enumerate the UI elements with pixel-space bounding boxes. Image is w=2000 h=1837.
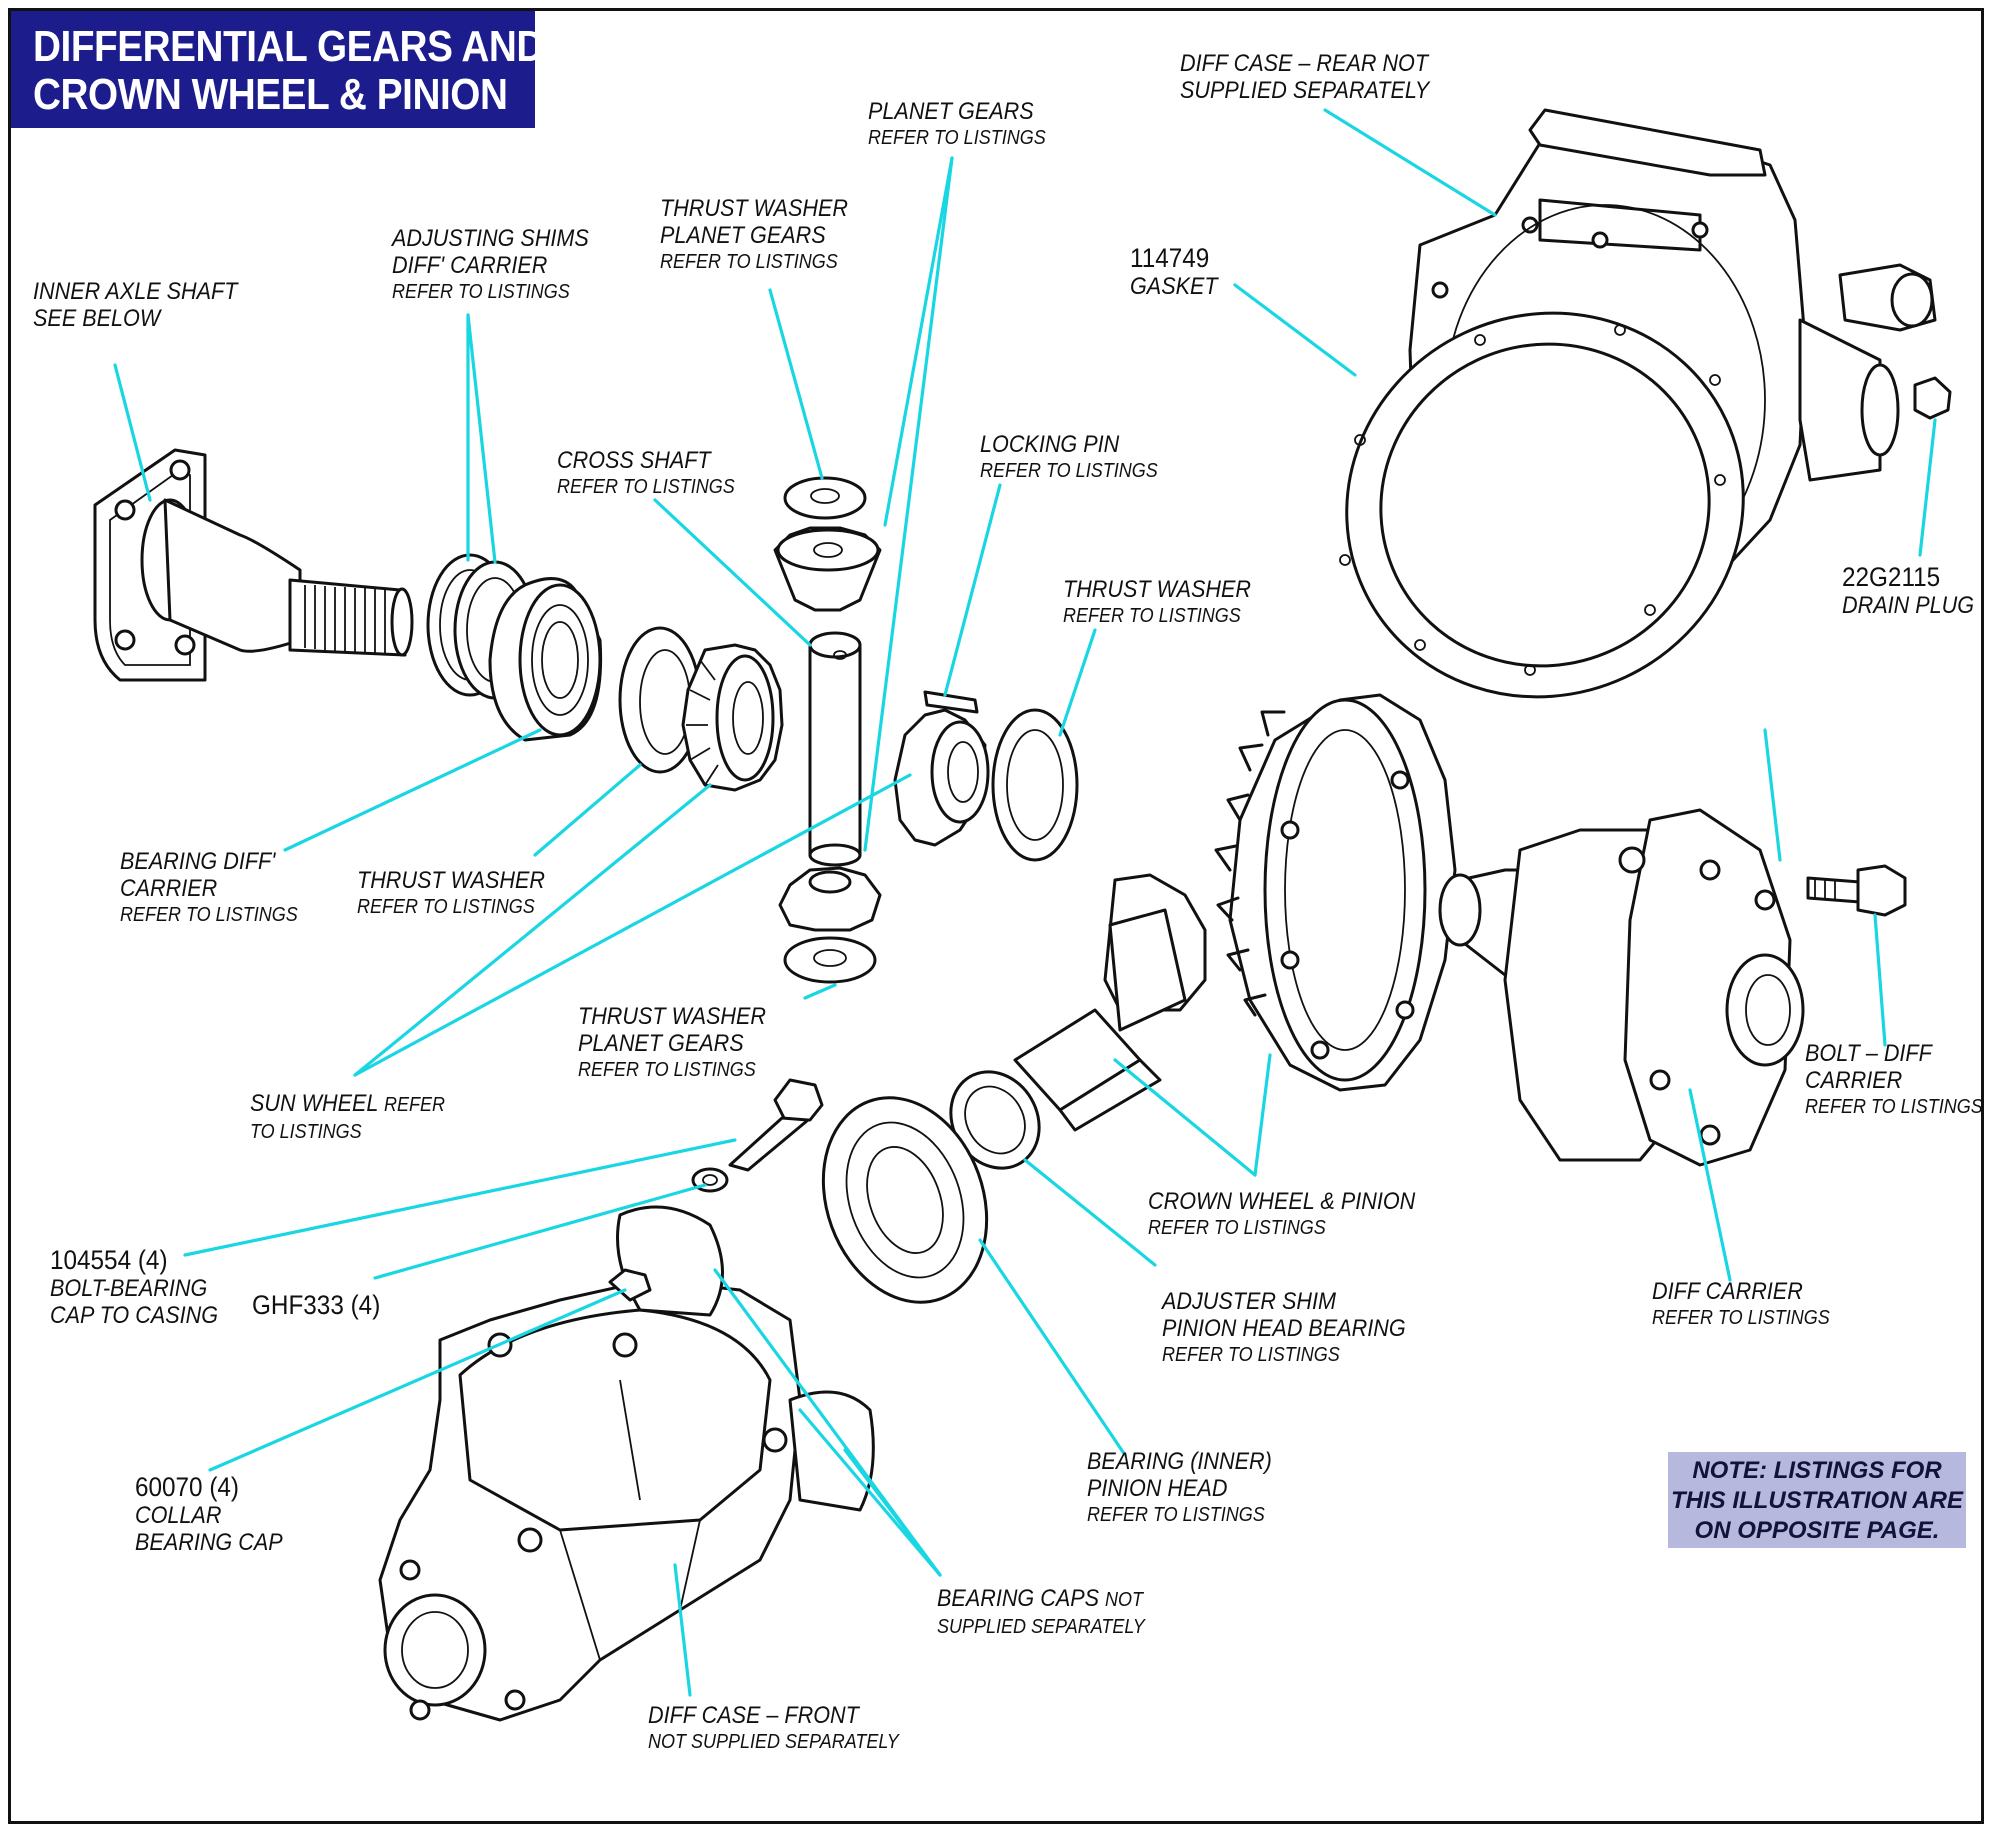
label-locking-pin: LOCKING PIN REFER TO LISTINGS	[980, 431, 1158, 482]
label-sun-wheel: SUN WHEEL REFER TO LISTINGS	[250, 1090, 446, 1143]
label-thrust-washer-right: THRUST WASHER REFER TO LISTINGS	[1063, 576, 1252, 627]
sun-wheel-right-drawing	[893, 708, 990, 847]
label-crown-wheel-pinion: CROWN WHEEL & PINION REFER TO LISTINGS	[1148, 1188, 1416, 1239]
bolt-diff-carrier-drawing	[1806, 864, 1907, 917]
drain-plug-drawing	[1913, 376, 1952, 420]
sun-wheel-left-drawing	[681, 643, 784, 792]
inner-axle-shaft-drawing	[93, 448, 414, 682]
cross-shaft-drawing	[808, 631, 862, 867]
pinion-drawing	[1013, 873, 1207, 1132]
label-bolt-diff-carrier: BOLT – DIFF CARRIER REFER TO LISTINGS	[1805, 1040, 1983, 1118]
label-bearing-inner: BEARING (INNER) PINION HEAD REFER TO LIS…	[1087, 1448, 1272, 1526]
title-line-1: DIFFERENTIAL GEARS AND	[33, 22, 544, 71]
diagram-title: DIFFERENTIAL GEARS AND CROWN WHEEL & PIN…	[11, 11, 544, 128]
bearing-diff-carrier-drawing	[488, 577, 603, 742]
label-diff-carrier: DIFF CARRIER REFER TO LISTINGS	[1652, 1278, 1830, 1329]
note-box: NOTE: LISTINGS FOR THIS ILLUSTRATION ARE…	[1668, 1452, 1966, 1548]
bolt-bearing-cap-drawing	[691, 1078, 824, 1193]
label-ghf333: GHF333 (4)	[252, 1290, 381, 1320]
label-inner-axle-shaft: INNER AXLE SHAFT SEE BELOW	[33, 278, 238, 332]
diff-case-front-drawing	[378, 1205, 875, 1722]
locking-pin-drawing	[923, 690, 979, 714]
planet-gear-bottom-drawing	[778, 866, 882, 984]
label-thrust-washer-planet-bottom: THRUST WASHER PLANET GEARS REFER TO LIST…	[578, 1003, 767, 1081]
label-diff-case-front: DIFF CASE – FRONT NOT SUPPLIED SEPARATEL…	[648, 1702, 899, 1753]
adjuster-shim-drawing	[949, 1070, 1041, 1170]
label-thrust-washer-left: THRUST WASHER REFER TO LISTINGS	[357, 867, 546, 918]
gasket-drawing	[1339, 311, 1745, 699]
diff-carrier-drawing	[1438, 808, 1805, 1167]
crown-wheel-drawing	[1214, 693, 1457, 1092]
label-collar: 60070 (4) COLLAR BEARING CAP	[135, 1472, 283, 1556]
label-bearing-diff-carrier: BEARING DIFF' CARRIER REFER TO LISTINGS	[120, 848, 298, 926]
bearing-inner-drawing	[821, 1096, 989, 1304]
label-cross-shaft: CROSS SHAFT REFER TO LISTINGS	[557, 447, 735, 498]
title-line-2: CROWN WHEEL & PINION	[33, 70, 508, 119]
label-diff-case-rear: DIFF CASE – REAR NOT SUPPLIED SEPARATELY	[1180, 50, 1430, 104]
label-adjuster-shim: ADJUSTER SHIM PINION HEAD BEARING REFER …	[1162, 1288, 1406, 1366]
label-bearing-caps: BEARING CAPS NOT SUPPLIED SEPARATELY	[937, 1585, 1145, 1638]
label-adjusting-shims: ADJUSTING SHIMS DIFF' CARRIER REFER TO L…	[392, 225, 589, 303]
label-gasket: 114749 GASKET	[1130, 243, 1218, 300]
leader-lines	[113, 108, 1937, 1697]
label-planet-gears: PLANET GEARS REFER TO LISTINGS	[868, 98, 1046, 149]
label-drain-plug: 22G2115 DRAIN PLUG	[1842, 562, 1975, 619]
planet-gear-top-drawing	[773, 476, 882, 612]
label-thrust-washer-planet-top: THRUST WASHER PLANET GEARS REFER TO LIST…	[660, 195, 849, 273]
label-bolt-bearing-cap: 104554 (4) BOLT-BEARING CAP TO CASING	[50, 1245, 219, 1329]
thrust-washer-right-drawing	[991, 708, 1079, 862]
